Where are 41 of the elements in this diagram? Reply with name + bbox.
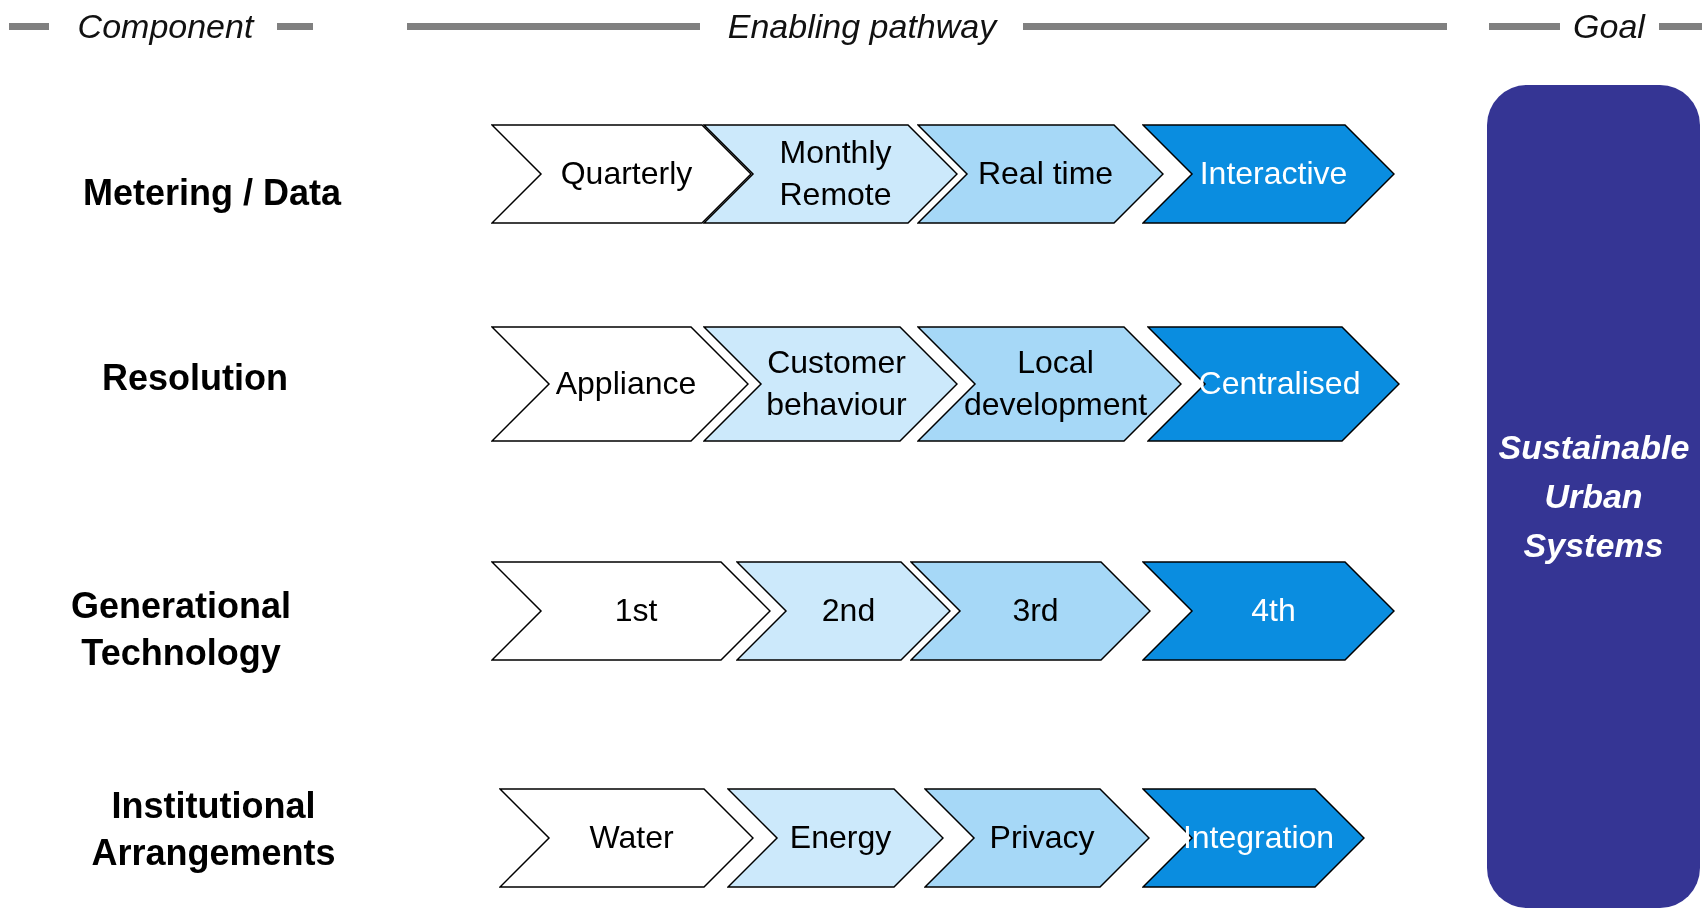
column-heading: Goal	[1572, 6, 1647, 46]
chevron-step	[491, 561, 771, 661]
chevron-step	[910, 561, 1151, 661]
chevron-step	[736, 561, 951, 661]
step-label: Customer behaviour	[765, 343, 908, 424]
step-label: 4th	[1250, 591, 1297, 631]
chevron-step	[703, 124, 958, 224]
row-heading: Institutional Arrangements	[90, 784, 337, 875]
row-heading: Generational Technology	[69, 584, 293, 675]
column-heading: Enabling pathway	[726, 6, 999, 46]
column-heading: Component	[76, 6, 256, 46]
step-label: Integration	[1181, 818, 1336, 858]
chevron-step	[703, 326, 958, 442]
chevron-step	[491, 124, 752, 224]
step-label: Energy	[788, 818, 893, 858]
chevron-step	[917, 326, 1182, 442]
step-label: Quarterly	[559, 154, 694, 194]
step-label: Appliance	[554, 364, 698, 404]
chevron-step	[1142, 124, 1395, 224]
step-label: Interactive	[1198, 154, 1349, 194]
step-label: 1st	[613, 591, 659, 631]
step-label: Local development	[962, 343, 1149, 424]
chevron-step	[727, 788, 944, 888]
step-label: Monthly Remote	[778, 133, 893, 214]
step-label: 2nd	[820, 591, 877, 631]
step-label: Water	[588, 818, 675, 858]
row-heading: Resolution	[101, 355, 289, 400]
step-label: 3rd	[1011, 591, 1060, 631]
chevron-step	[917, 124, 1164, 224]
chevron-step	[491, 326, 749, 442]
chevron-step	[499, 788, 754, 888]
goal-label: Sustainable Urban Systems	[1498, 426, 1689, 567]
row-heading: Metering / Data	[81, 170, 343, 215]
step-label: Privacy	[988, 818, 1096, 858]
step-label: Real time	[976, 154, 1115, 194]
chevron-step	[924, 788, 1150, 888]
step-label: Centralised	[1197, 364, 1362, 404]
chevron-step	[1142, 788, 1365, 888]
chevron-step	[1147, 326, 1400, 442]
goal-panel	[1487, 85, 1700, 908]
chevron-step	[1142, 561, 1395, 661]
